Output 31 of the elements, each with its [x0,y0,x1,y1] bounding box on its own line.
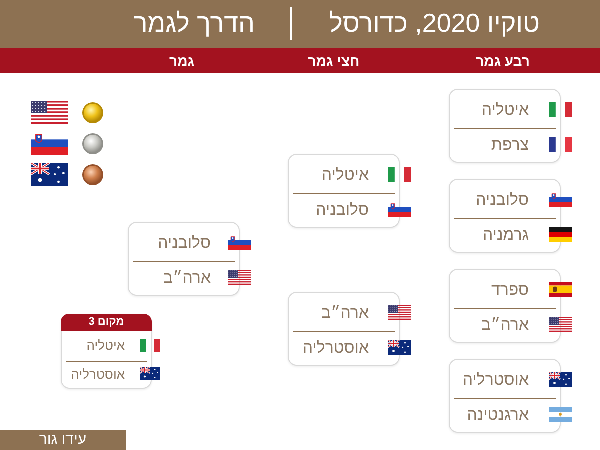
column-heading: חצי גמר [307,53,361,70]
team-name: אוסטרליה [462,370,529,390]
team-name: ארה״ב [164,268,211,288]
team-name: איטליה [86,338,125,354]
match-card [449,179,561,253]
match-card [449,359,561,433]
subtitle: הדרך לגמר [134,8,255,38]
team-name: ארה״ב [482,316,529,336]
team-name: אוסטרליה [71,366,125,383]
match-card [449,269,561,343]
card-header: מקום 3 [61,314,152,331]
team-name: צרפת [491,136,529,156]
column-heading: רבע גמר [475,53,531,70]
team-name: גרמניה [482,226,529,246]
column-heading: גמר [168,53,196,70]
team-name: סלובניה [476,190,529,210]
match-card [288,154,400,228]
team-name: סלובניה [158,234,211,254]
match-card [61,314,152,389]
match-card [449,89,561,163]
team-name: אוסטרליה [302,338,369,358]
team-name: סלובניה [316,200,369,220]
team-name: ארגנטינה [467,406,529,426]
match-card [128,222,240,296]
author-credit: עידו גור [0,430,126,450]
match-card [288,292,400,366]
team-name: איטליה [322,166,369,186]
team-name: ספרד [491,280,529,300]
title: טוקיו 2020, כדורסל [329,8,540,38]
team-name: איטליה [482,100,529,120]
team-name: ארה״ב [322,304,369,324]
